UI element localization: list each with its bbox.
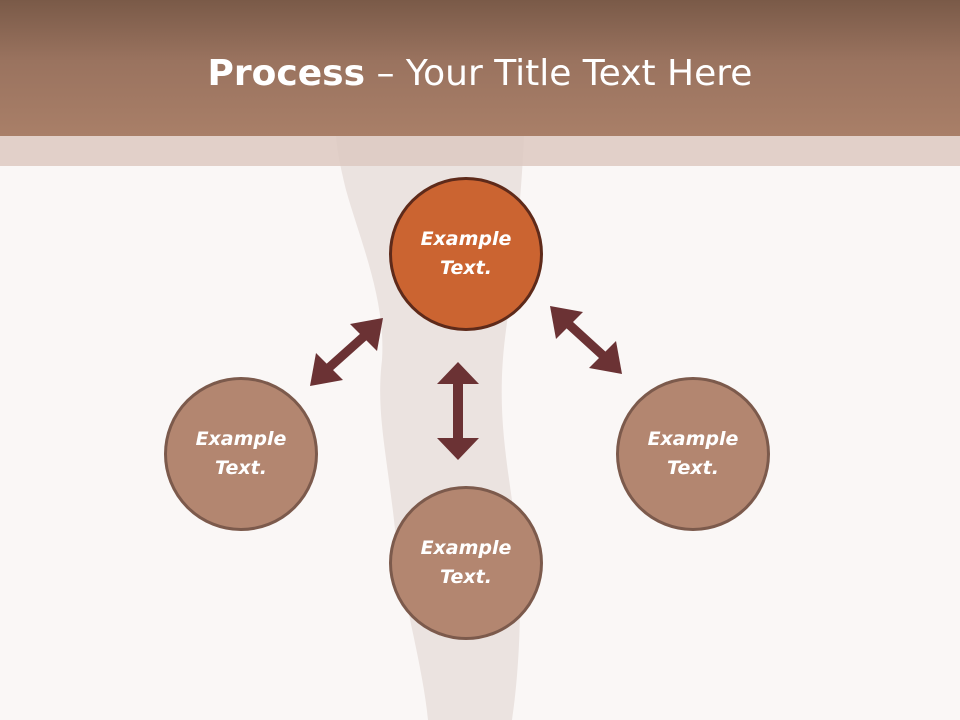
header-band (0, 136, 960, 166)
arrow-vertical (437, 362, 479, 460)
node-bottom-label: Example Text. (420, 537, 512, 588)
header-bar (0, 0, 960, 136)
process-node-top[interactable]: Example Text. (389, 177, 543, 331)
page-title: Process – Your Title Text Here (0, 50, 960, 98)
title-rest: – Your Title Text Here (365, 53, 753, 94)
title-bold: Process (207, 53, 366, 94)
process-node-left[interactable]: Example Text. (164, 377, 318, 531)
process-node-bottom[interactable]: Example Text. (389, 486, 543, 640)
node-left-label: Example Text. (195, 428, 287, 479)
arrow-top-left (310, 318, 383, 386)
process-node-right[interactable]: Example Text. (616, 377, 770, 531)
node-top-label: Example Text. (420, 228, 512, 279)
node-right-label: Example Text. (647, 428, 739, 479)
arrow-top-right (550, 306, 622, 374)
